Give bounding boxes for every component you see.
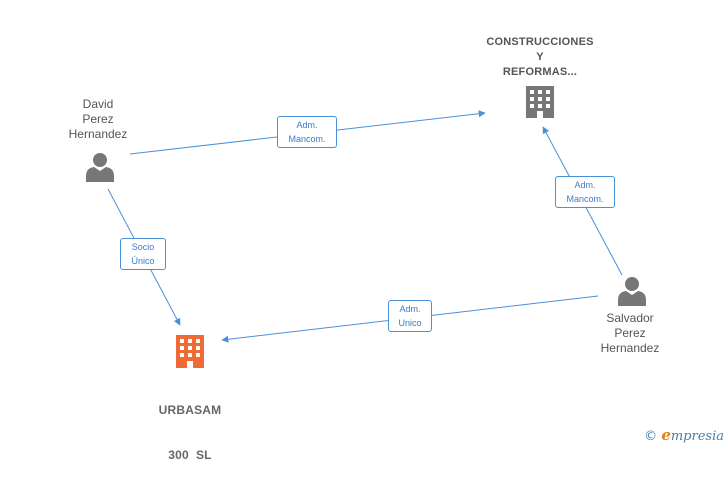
node-label-urbasam[interactable]: URBASAM 300 SL xyxy=(140,373,240,478)
label-line: URBASAM xyxy=(158,403,222,417)
label-line: Hernandez xyxy=(600,341,660,355)
node-label-david[interactable]: David Perez Hernandez xyxy=(48,97,148,142)
person-icon[interactable] xyxy=(86,153,114,182)
label-line: Perez xyxy=(82,112,114,126)
edge-label-line: Mancom. xyxy=(288,134,326,144)
label-line: Hernandez xyxy=(68,127,128,141)
label-line: Perez xyxy=(614,326,646,340)
empresia-watermark: © empresia xyxy=(644,426,724,444)
main-company-building-icon[interactable] xyxy=(176,335,204,368)
network-graph xyxy=(86,86,646,368)
edge-label-line: Adm. xyxy=(399,304,421,314)
edge-label-david-construcciones[interactable]: Adm. Mancom. xyxy=(277,116,337,148)
brand-name: mpresia xyxy=(670,429,724,444)
brand-initial: e xyxy=(661,426,671,444)
copyright-symbol: © xyxy=(644,429,658,444)
edge-label-line: Mancom. xyxy=(566,194,604,204)
label-line: CONSTRUCCIONES xyxy=(486,36,594,48)
label-line: Y xyxy=(536,51,544,63)
label-line: 300 SL xyxy=(168,448,212,462)
node-label-salvador[interactable]: Salvador Perez Hernandez xyxy=(580,311,680,356)
label-line: REFORMAS... xyxy=(502,66,578,78)
person-icon[interactable] xyxy=(618,277,646,306)
edge-label-line: Adm. xyxy=(574,180,596,190)
edge-label-line: Único xyxy=(131,256,155,266)
edge-label-line: Unico xyxy=(398,318,422,328)
edge-label-line: Adm. xyxy=(296,120,318,130)
node-label-construcciones[interactable]: CONSTRUCCIONES Y REFORMAS... xyxy=(474,35,606,80)
building-icon[interactable] xyxy=(526,86,554,118)
edge-label-line: Socio xyxy=(131,242,155,252)
edge-label-salvador-urbasam[interactable]: Adm. Unico xyxy=(388,300,432,332)
edge-label-david-urbasam[interactable]: Socio Único xyxy=(120,238,166,270)
label-line: Salvador xyxy=(606,311,654,325)
edge-label-salvador-construcciones[interactable]: Adm. Mancom. xyxy=(555,176,615,208)
label-line: David xyxy=(82,97,114,111)
